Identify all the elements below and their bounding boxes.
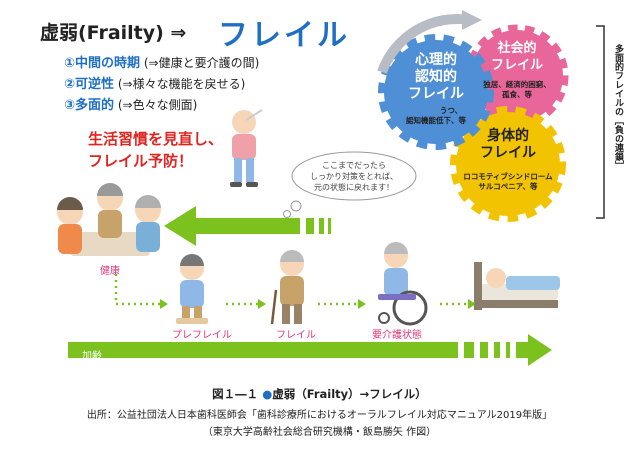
gear-social-title-line-1: 社会的 [497,41,537,56]
gear-psych-title-line-1: 心理的 [415,52,457,68]
aging-label: 加齢 [82,351,102,362]
stage-progression [114,274,476,309]
gear-psych-title-line-2: 認知的 [415,69,457,85]
point-1-number: ① [64,56,76,71]
frail-man-with-cane-illustration [270,250,304,325]
point-3-term: 多面的 [75,98,115,113]
point-2-number: ② [64,77,76,92]
aging-arrow [68,334,552,366]
thought-bubble-line-2: しっかり対策をとれば、 [310,172,398,181]
stage-label-frail: フレイル [276,330,316,341]
gear-physical-sub-line-2: サルコペニア、等 [478,182,538,191]
slogan-line-2: フレイル予防！ [88,152,194,170]
reverse-arrow [164,206,331,246]
caption-prefix: 図１―１ [212,387,259,401]
gear-physical-title: 身体的 フレイル [466,128,550,162]
source-line-1: 出所：公益社団法人日本歯科医師会「歯科診療所におけるオーラルフレイル対応マニュア… [86,410,553,421]
gear-physical [450,106,566,222]
caption-text: 虚弱（Frailty）→フレイル） [272,387,427,401]
walking-man-illustration [230,109,263,187]
gear-social-sub-line-1: 独居、経済的困窮、 [483,80,551,89]
side-label-negative-chain: 多面的フレイルの［負の連鎖］ [613,44,623,170]
gear-physical-title-line-2: フレイル [480,145,536,161]
point-1: ①中間の時期 (⇒健康と要介護の間) [64,52,259,71]
cycle-arrow-icon [377,14,471,74]
gear-psych-title: 心理的 認知的 フレイル [396,52,476,103]
thought-bubble-line-1: ここまでだったら [322,161,386,170]
source-line-2: （東京大学高齢社会総合研究機構・飯島勝矢 作図） [202,427,437,438]
gear-psych-sub-line-1: うつ、 [439,106,463,115]
thought-bubble-line-3: 元の状態に戻れます！ [314,183,394,192]
thought-bubble: ここまでだったら しっかり対策をとれば、 元の状態に戻れます！ [298,160,410,193]
healthy-family-illustration [57,183,161,256]
point-2-note: (⇒様々な機能を戻せる) [117,77,246,91]
gear-psych-title-line-3: フレイル [408,86,464,102]
side-bracket [596,25,605,219]
point-1-note: (⇒健康と要介護の間) [143,56,260,70]
gear-social-sub-line-2: 孤食、等 [502,90,532,99]
figure-caption: 図１―１ ●虚弱（Frailty）→フレイル） [0,386,639,402]
gear-physical-sub-line-1: ロコモティブシンドローム [463,172,553,181]
gear-psych-sub-line-2: 認知機能低下、等 [406,116,466,125]
point-2: ②可逆性 (⇒様々な機能を戻せる) [64,73,245,92]
gear-social-sub: 独居、経済的困窮、 孤食、等 [470,80,564,100]
point-2-term: 可逆性 [75,77,115,92]
stage-label-prefrail: プレフレイル [172,330,232,341]
point-3-number: ③ [64,98,76,113]
gear-psych [378,34,494,150]
gear-physical-sub: ロコモティブシンドローム サルコペニア、等 [448,172,568,192]
title-frailty: フレイル [218,18,350,53]
wheelchair-man-illustration [378,242,428,326]
caption-dot: ● [262,387,273,401]
bedridden-illustration [474,262,560,310]
prefrail-man-illustration [176,254,208,324]
title-prefix: 虚弱(Frailty) ⇒ [40,22,187,44]
point-1-term: 中間の時期 [75,56,141,71]
point-3-note: (⇒色々な側面) [117,98,198,112]
gear-psych-sub: うつ、 認知機能低下、等 [386,106,486,126]
stage-label-healthy: 健康 [100,266,120,277]
gear-social-title-line-2: フレイル [490,58,543,73]
gear-social-title: 社会的 フレイル [482,40,552,74]
stage-label-care: 要介護状態 [372,330,422,341]
gear-physical-title-line-1: 身体的 [487,128,529,144]
slogan-line-1: 生活習慣を見直し、 [88,130,224,148]
point-3: ③多面的 (⇒色々な側面) [64,94,197,113]
